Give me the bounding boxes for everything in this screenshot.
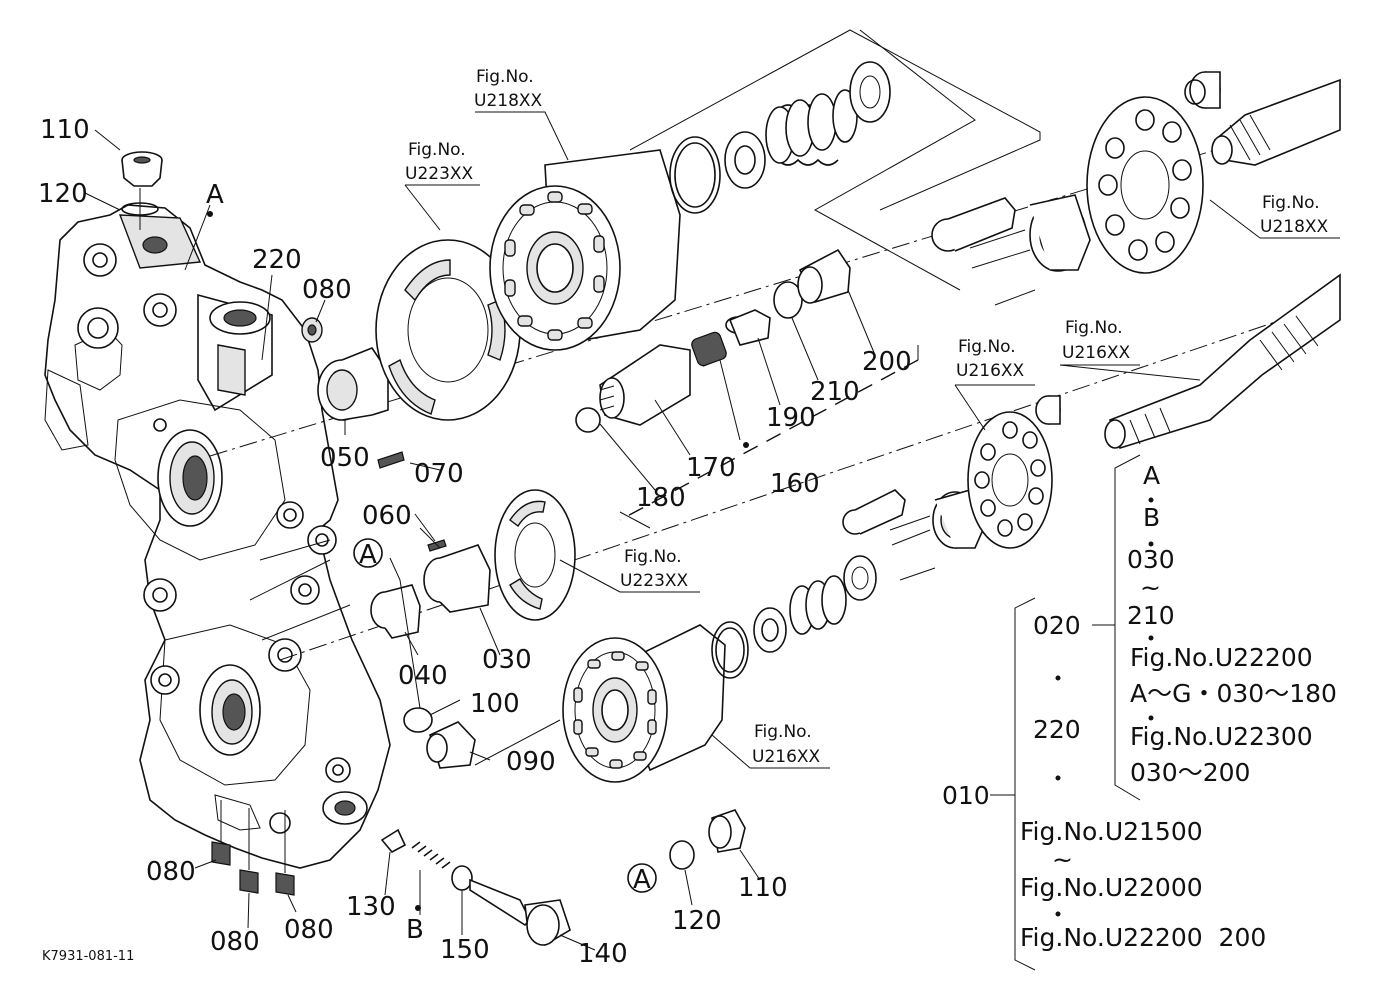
- upper-pump-components: [209, 29, 1341, 457]
- assembly-legend: A B 030 ~ 210 Fig.No.U22200 A～G・030～180 …: [942, 461, 1337, 952]
- part-label-040: 040: [398, 661, 448, 691]
- fig-ref-line1: Fig.No.: [958, 337, 1016, 357]
- part-label-200: 200: [862, 347, 912, 377]
- legend-outer-line: ~: [1052, 845, 1073, 874]
- drawing-reference-code: K7931-081-11: [42, 949, 134, 964]
- fig-ref-line2: U223XX: [620, 571, 689, 591]
- lower-pump-components: [279, 273, 1341, 783]
- marker-dots: [207, 211, 749, 911]
- legend-inner-line: Fig.No.U22300: [1130, 722, 1313, 751]
- legend-inner-line: 030: [1127, 545, 1175, 574]
- fig-ref-line1: Fig.No.: [1065, 318, 1123, 338]
- fig-ref-line1: Fig.No.: [476, 67, 534, 87]
- housing-assembly: [44, 151, 391, 896]
- part-label-110: 110: [40, 115, 90, 145]
- part-label-b: B: [406, 915, 424, 945]
- legend-middle-line: 220: [1033, 715, 1081, 744]
- part-label-080: 080: [284, 915, 334, 945]
- part-label-190: 190: [766, 403, 816, 433]
- legend-inner-line: Fig.No.U22200: [1130, 643, 1313, 672]
- figure-references: Fig.No. U218XX Fig.No. U223XX Fig.No. U2…: [405, 67, 1329, 767]
- legend-outer-label: 010: [942, 781, 990, 810]
- legend-brackets: [990, 454, 1141, 971]
- legend-inner-line: A～G・030～180: [1130, 679, 1337, 708]
- part-label-080: 080: [146, 857, 196, 887]
- part-label-160: 160: [770, 469, 820, 499]
- legend-middle-line: 020: [1033, 611, 1081, 640]
- part-label-210: 210: [810, 377, 860, 407]
- callout-a-text: A: [359, 540, 377, 570]
- part-label-150: 150: [440, 935, 490, 965]
- part-label-030: 030: [482, 645, 532, 675]
- part-label-050: 050: [320, 443, 370, 473]
- fig-ref-line2: U216XX: [956, 361, 1025, 381]
- legend-inner-line: 210: [1127, 601, 1175, 630]
- legend-outer-line: Fig.No.U21500: [1020, 817, 1203, 846]
- legend-outer-line: Fig.No.U22200 200: [1020, 923, 1266, 952]
- part-label-120: 120: [38, 179, 88, 209]
- legend-inner-line: 030～200: [1130, 758, 1250, 787]
- fig-ref-line1: Fig.No.: [624, 547, 682, 567]
- part-label-180: 180: [636, 483, 686, 513]
- part-label-220: 220: [252, 245, 302, 275]
- callout-circle-a: A: [627, 863, 657, 895]
- part-number-labels: 110 120 A 220 080 050 070 060 040 030 10…: [38, 115, 912, 969]
- part-label-090: 090: [506, 747, 556, 777]
- legend-outer-line: Fig.No.U22000: [1020, 873, 1203, 902]
- legend-inner-line: A: [1143, 461, 1160, 490]
- valve-components: [575, 248, 919, 529]
- fig-ref-line1: Fig.No.: [754, 722, 812, 742]
- legend-inner-line: ~: [1140, 573, 1161, 602]
- callout-circle-a: A: [353, 538, 383, 570]
- relief-valve-components: [380, 809, 746, 946]
- part-label-140: 140: [578, 939, 628, 969]
- part-label-080: 080: [210, 927, 260, 957]
- part-label-100: 100: [470, 689, 520, 719]
- callout-a-text: A: [633, 865, 651, 895]
- legend-inner-line: B: [1143, 503, 1160, 532]
- leader-lines: [84, 111, 1340, 951]
- part-label-120: 120: [672, 906, 722, 936]
- part-label-110: 110: [738, 873, 788, 903]
- fig-ref-line2: U223XX: [405, 164, 474, 184]
- part-label-080: 080: [302, 275, 352, 305]
- part-label-130: 130: [346, 892, 396, 922]
- fig-ref-line1: Fig.No.: [408, 140, 466, 160]
- part-label-070: 070: [414, 459, 464, 489]
- fig-ref-line2: U218XX: [1260, 217, 1329, 237]
- fig-ref-line2: U218XX: [474, 91, 543, 111]
- fig-ref-line2: U216XX: [1062, 343, 1131, 363]
- fig-ref-line2: U216XX: [752, 747, 821, 767]
- part-label-170: 170: [686, 453, 736, 483]
- part-label-a: A: [206, 180, 224, 210]
- fig-ref-line1: Fig.No.: [1262, 193, 1320, 213]
- part-label-060: 060: [362, 501, 412, 531]
